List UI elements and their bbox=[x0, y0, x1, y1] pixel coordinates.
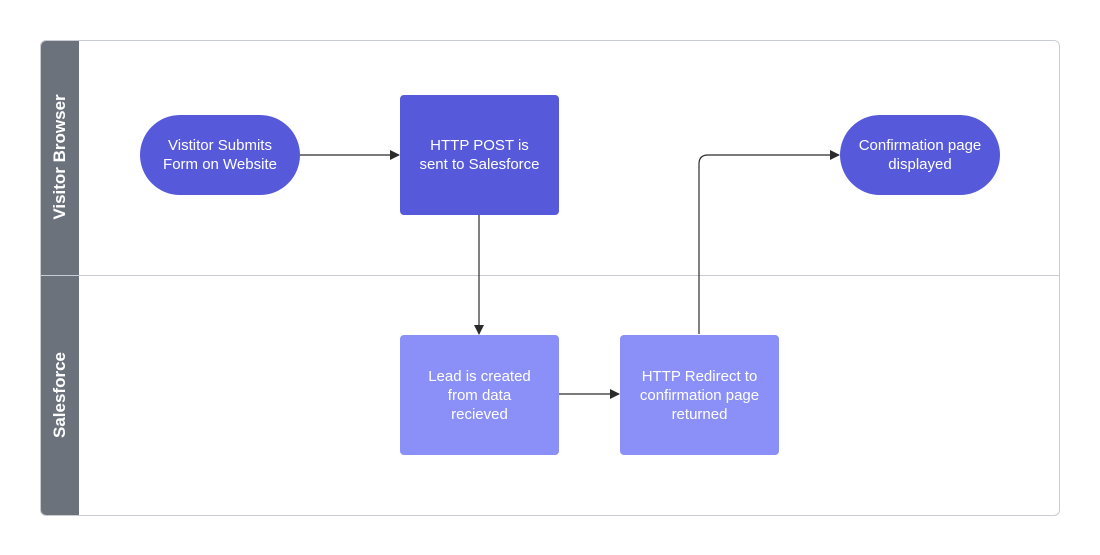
node-lead-created[interactable]: Lead is created from data recieved bbox=[400, 335, 559, 455]
lane-header-visitor-browser bbox=[41, 41, 79, 275]
node-confirmation-displayed[interactable]: Confirmation page displayed bbox=[840, 115, 1000, 195]
lane-divider bbox=[41, 275, 1059, 276]
lane-header-salesforce bbox=[41, 276, 79, 515]
node-http-redirect[interactable]: HTTP Redirect to confirmation page retur… bbox=[620, 335, 779, 455]
node-http-post[interactable]: HTTP POST is sent to Salesforce bbox=[400, 95, 559, 215]
node-visitor-submits-form[interactable]: Vistitor Submits Form on Website bbox=[140, 115, 300, 195]
edge-redirect-to-confirm bbox=[698, 150, 840, 334]
